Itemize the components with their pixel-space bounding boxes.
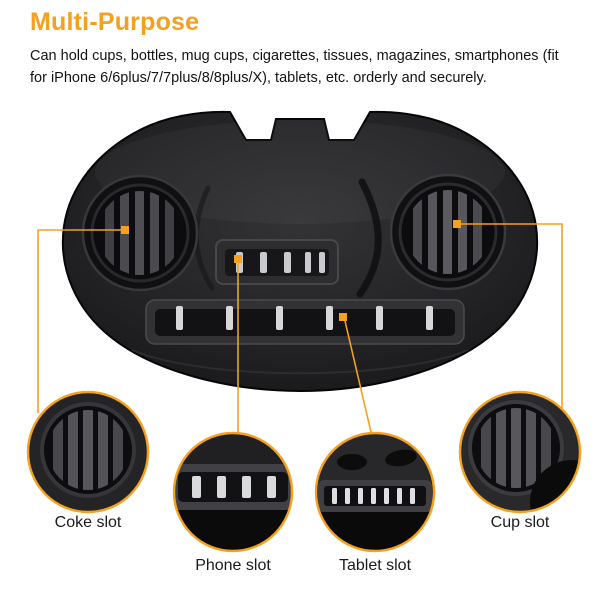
coke-callout-ring [26,390,150,514]
right-cup-slats [413,190,482,274]
phone-slot-marker [234,255,242,263]
tablet-callout-ring [314,431,436,553]
coke-slot-leader-line [37,229,125,413]
cup-callout-ring [458,390,582,514]
cup-callout-slats [481,408,551,488]
callout-label-coke-slot: Coke slot [54,514,122,531]
callout-label-phone-slot: Phone slot [195,557,271,574]
callout-label-cup-slot: Cup slot [490,514,550,531]
page-title: Multi-Purpose [30,8,200,36]
cup-slot-leader-line [461,223,563,408]
coke-callout-slats [53,410,123,490]
phone-callout-ring [172,431,294,553]
left-cup-slot [81,174,199,292]
tablet-slot-leader-line [344,320,372,433]
tray-bottom-edge [131,349,469,375]
phone-slot-callout [172,431,294,553]
description-text: Can hold cups, bottles, mug cups, cigare… [30,48,559,86]
tray-groove-right [356,178,382,298]
coke-slot-callout [26,390,150,514]
tablet-slot [145,299,465,345]
tablet-slot-callout [314,431,436,553]
right-cup-slot [389,173,507,291]
tablet-slot-marker [339,313,347,321]
phone-slot [215,239,339,285]
cup-slot-marker [453,220,461,228]
leader-lines [37,220,563,433]
callout-label-tablet-slot: Tablet slot [338,557,412,574]
